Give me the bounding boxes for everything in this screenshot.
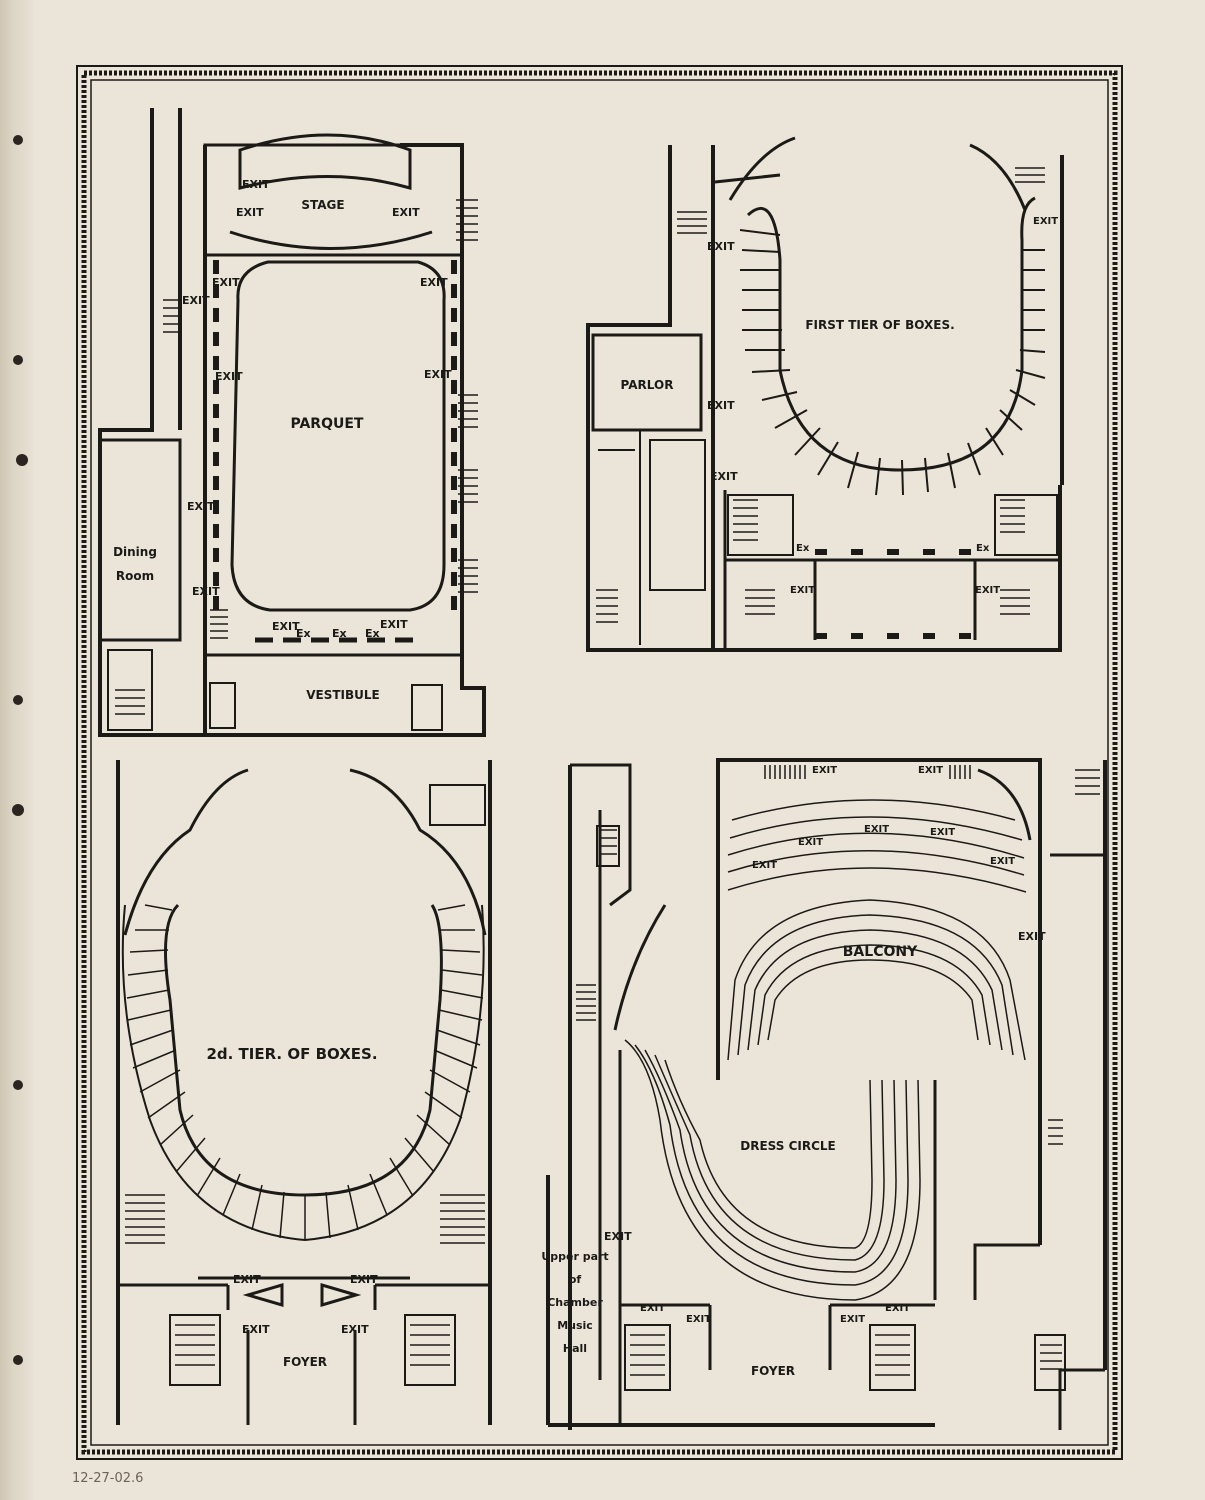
ex-label: Ex (976, 543, 990, 554)
exit-label: EXIT (424, 368, 452, 381)
ex-label: Ex (296, 627, 311, 640)
second-tier-title: 2d. TIER. OF BOXES. (206, 1045, 377, 1063)
balcony-stairs (576, 765, 1100, 1376)
exit-label: EXIT (420, 276, 448, 289)
exit-label: EXIT (350, 1273, 378, 1286)
exit-label: EXIT (798, 837, 823, 848)
foyer-label: FOYER (751, 1364, 795, 1378)
exit-label: EXIT (990, 856, 1015, 867)
exit-label: EXIT (192, 585, 220, 598)
first-tier-box-partitions (739, 229, 1046, 496)
exit-label: EXIT (812, 765, 837, 776)
exit-label: EXIT (236, 206, 264, 219)
ex-label: Ex (365, 627, 380, 640)
exit-label: EXIT (215, 370, 243, 383)
balcony-label: BALCONY (843, 944, 918, 960)
dining-room-label-line2: Room (116, 569, 154, 583)
binding-spine (0, 0, 34, 1500)
binding-holes (12, 135, 28, 1365)
exit-label: EXIT (930, 827, 955, 838)
first-tier-title: FIRST TIER OF BOXES. (805, 318, 954, 332)
exit-label: EXIT (242, 1323, 270, 1336)
exit-label: EXIT (640, 1303, 665, 1314)
parquet-labels: STAGE PARQUET VESTIBULE Dining Room EXIT… (113, 178, 452, 702)
ex-label: Ex (332, 627, 347, 640)
parquet-stairs (115, 199, 478, 715)
first-tier-labels: FIRST TIER OF BOXES. PARLOR EXIT EXIT EX… (621, 216, 1059, 596)
parlor-label: PARLOR (621, 378, 674, 392)
upper-part-label: Upper part (541, 1250, 608, 1263)
balcony-plan (546, 758, 1107, 1430)
dress-circle-label: DRESS CIRCLE (740, 1139, 835, 1153)
foyer-label: FOYER (283, 1355, 327, 1369)
exit-label: EXIT (392, 206, 420, 219)
archive-annotation: 12-27-02.6 (72, 1471, 143, 1486)
second-tier-box-partitions (126, 904, 484, 1240)
exit-label: EXIT (1018, 930, 1046, 943)
exit-label: EXIT (187, 500, 215, 513)
exit-label: EXIT (975, 585, 1000, 596)
second-tier-labels: 2d. TIER. OF BOXES. FOYER EXIT EXIT EXIT… (206, 1045, 378, 1369)
second-tier-plan (116, 760, 492, 1425)
upper-part-label: Chamber (547, 1296, 603, 1309)
exit-label: EXIT (1033, 216, 1058, 227)
upper-part-label: Hall (563, 1342, 587, 1355)
balcony-labels: BALCONY DRESS CIRCLE FOYER Upper part of… (541, 765, 1046, 1378)
exit-label: EXIT (233, 1273, 261, 1286)
exit-label: EXIT (604, 1230, 632, 1243)
exit-label: EXIT (918, 765, 943, 776)
page-border (76, 65, 1123, 1460)
exit-label: EXIT (272, 620, 300, 633)
dining-room-label-line1: Dining (113, 545, 157, 559)
exit-label: EXIT (341, 1323, 369, 1336)
exit-label: EXIT (864, 824, 889, 835)
exit-label: EXIT (212, 276, 240, 289)
exit-label: EXIT (710, 470, 738, 483)
exit-label: EXIT (885, 1303, 910, 1314)
parquet-plan (98, 108, 486, 737)
exit-label: EXIT (686, 1314, 711, 1325)
balcony-seating-rows (624, 799, 1027, 1301)
stage-label: STAGE (301, 198, 344, 212)
exit-label: EXIT (182, 294, 210, 307)
upper-part-label: Music (557, 1319, 593, 1332)
exit-label: EXIT (707, 399, 735, 412)
exit-label: EXIT (242, 178, 270, 191)
parquet-label: PARQUET (291, 416, 364, 432)
upper-part-label: of (569, 1273, 582, 1286)
exit-label: EXIT (752, 860, 777, 871)
ex-label: Ex (796, 543, 810, 554)
first-tier-stairs (596, 167, 1045, 623)
vestibule-label: VESTIBULE (306, 688, 380, 702)
exit-label: EXIT (707, 240, 735, 253)
exit-label: EXIT (790, 585, 815, 596)
second-tier-stairs (125, 1194, 485, 1366)
exit-label: EXIT (380, 618, 408, 631)
first-tier-plan (586, 136, 1064, 652)
exit-label: EXIT (840, 1314, 865, 1325)
